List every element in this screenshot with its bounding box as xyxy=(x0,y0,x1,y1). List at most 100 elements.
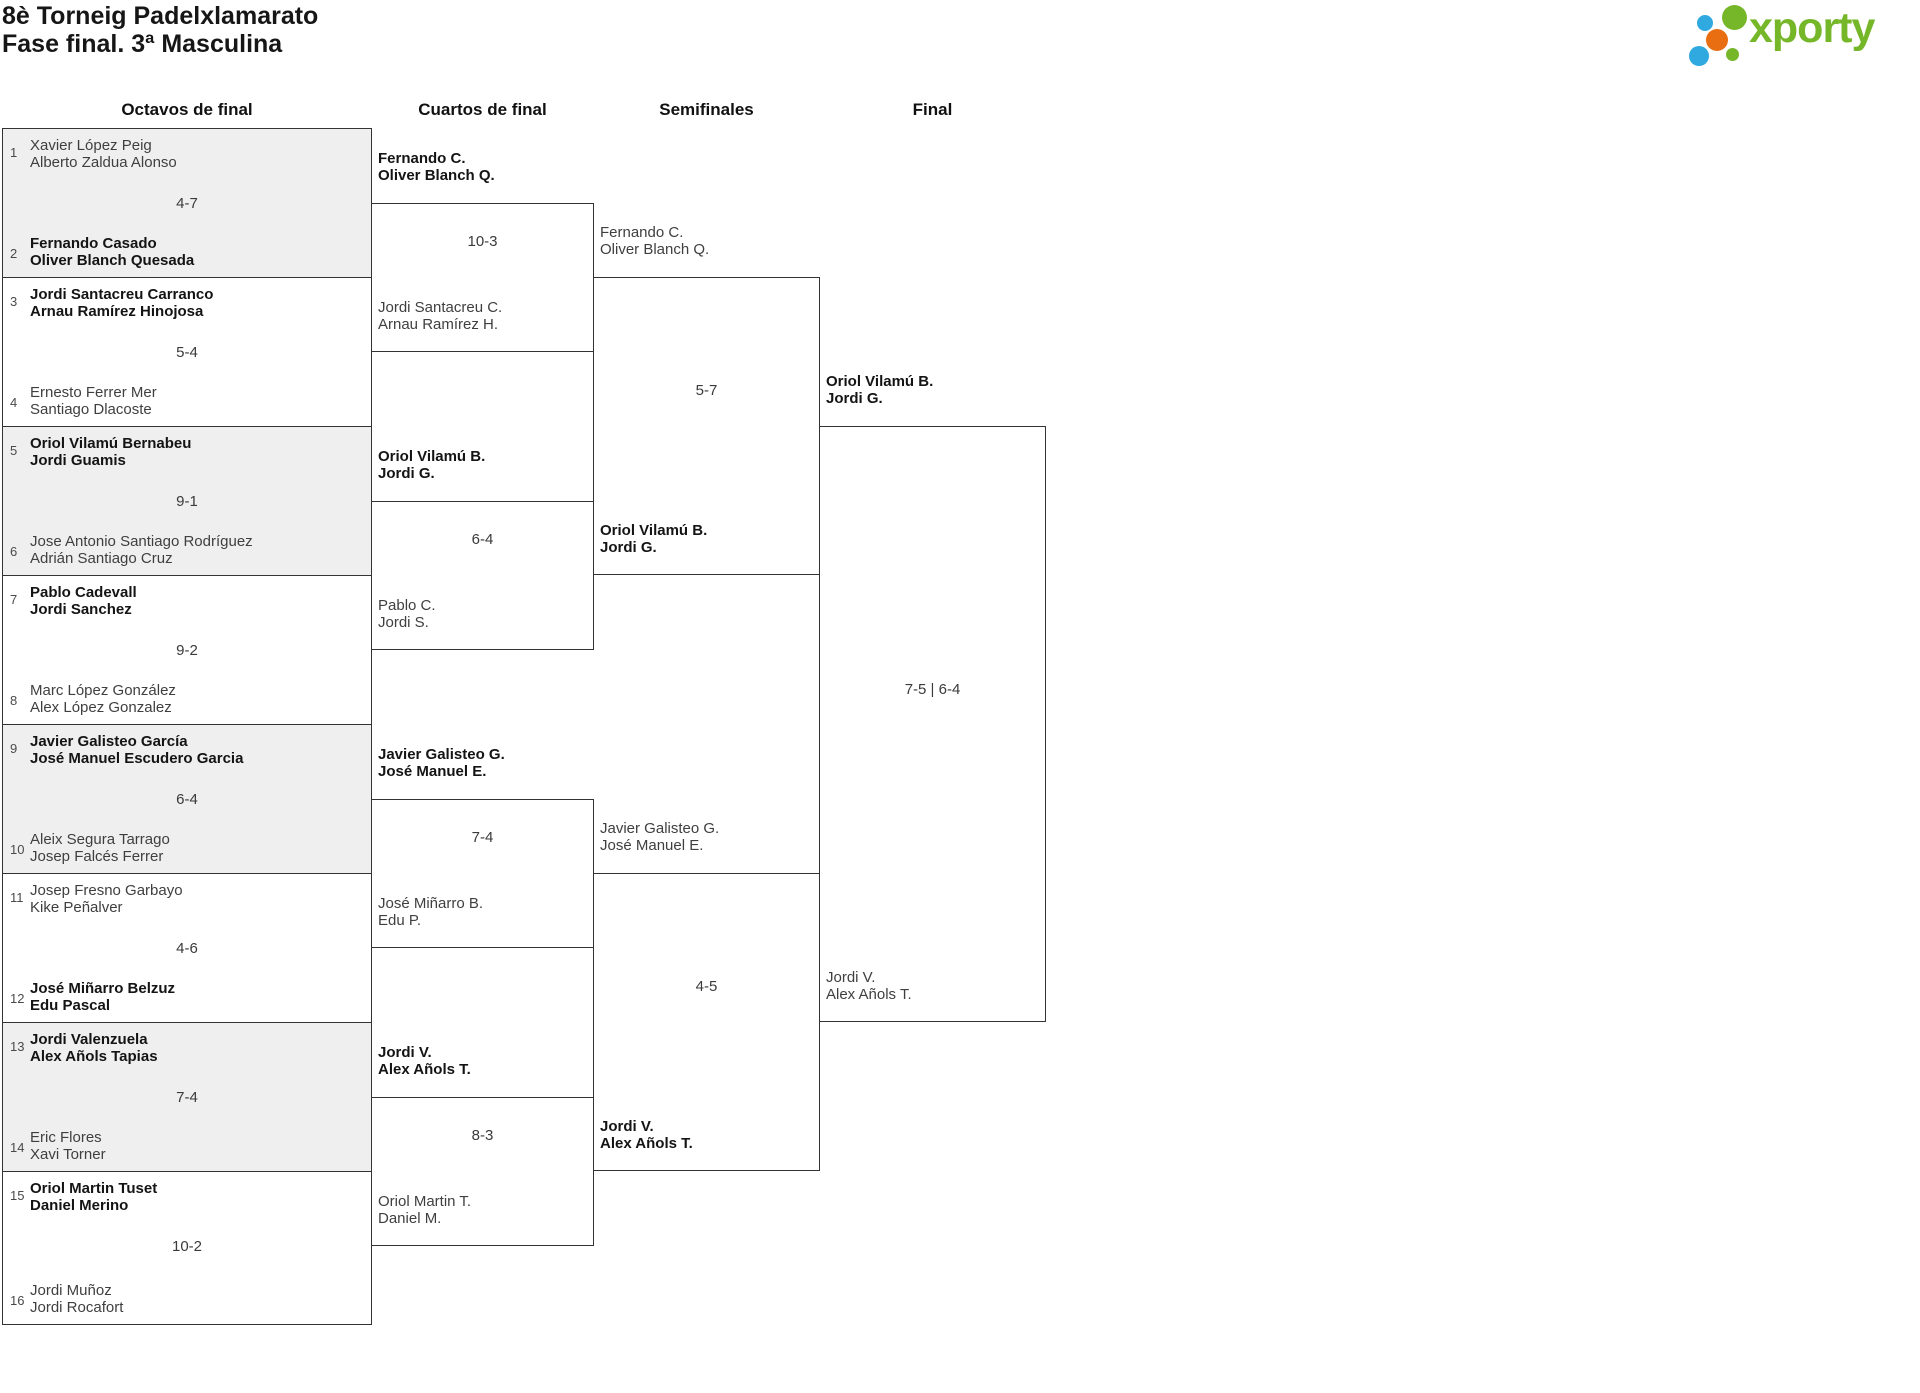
seed-number: 2 xyxy=(10,246,18,261)
semifinal-1-box: Fernando C. Oliver Blanch Q. 5-7 Oriol V… xyxy=(593,224,820,575)
player-line: Jordi S. xyxy=(378,614,429,631)
logo-dot-green-small-icon xyxy=(1726,48,1739,61)
column-header-octavos: Octavos de final xyxy=(121,100,253,119)
match-score: 9-2 xyxy=(176,642,198,659)
player-line: Xavier López Peig xyxy=(30,137,152,154)
octavos-match-4-box: 7 Pablo Cadevall Jordi Sanchez 9-2 8 Mar… xyxy=(2,575,372,725)
seed-number: 11 xyxy=(10,890,24,905)
team-pair: Oriol Vilamú B. Jordi G. xyxy=(378,448,485,482)
player-line: Jose Antonio Santiago Rodríguez xyxy=(30,533,253,550)
logo-dot-orange-icon xyxy=(1706,29,1728,51)
match-score: 4-6 xyxy=(176,940,198,957)
octavos-match-2-box: 3 Jordi Santacreu Carranco Arnau Ramírez… xyxy=(2,277,372,427)
seed-number: 14 xyxy=(10,1140,25,1155)
page-title: 8è Torneig Padelxlamarato Fase final. 3ª… xyxy=(2,2,318,58)
match-score: 4-5 xyxy=(695,978,718,995)
team-pair: Jordi V. Alex Añols T. xyxy=(826,969,912,1003)
player-line: Jordi Guamis xyxy=(30,452,126,469)
seed-number: 5 xyxy=(10,443,18,458)
octavos-match-7-box: 13 Jordi Valenzuela Alex Añols Tapias 7-… xyxy=(2,1022,372,1172)
player-line: Jordi V. xyxy=(826,969,876,986)
team-pair: Xavier López Peig Alberto Zaldua Alonso xyxy=(30,137,177,171)
team-pair: Jordi Santacreu Carranco Arnau Ramírez H… xyxy=(30,286,213,320)
player-line: Alberto Zaldua Alonso xyxy=(30,154,177,171)
player-line: Eric Flores xyxy=(30,1129,102,1146)
column-header-cuartos: Cuartos de final xyxy=(418,100,547,119)
cuartos-match-2-box: Oriol Vilamú B. Jordi G. 6-4 Pablo C. Jo… xyxy=(371,448,594,650)
player-line: Oriol Martin T. xyxy=(378,1193,472,1210)
semifinal-2-box: Javier Galisteo G. José Manuel E. 4-5 Jo… xyxy=(593,820,820,1171)
octavos-match-5-box: 9 Javier Galisteo García José Manuel Esc… xyxy=(2,724,372,874)
cuartos-match-4-box: Jordi V. Alex Añols T. 8-3 Oriol Martin … xyxy=(371,1044,594,1246)
player-line: Jordi G. xyxy=(826,390,883,407)
player-line: Alex Añols T. xyxy=(826,986,912,1003)
octavos-match-3-box: 5 Oriol Vilamú Bernabeu Jordi Guamis 9-1… xyxy=(2,426,372,576)
seed-number: 15 xyxy=(10,1188,25,1203)
match-score: 5-7 xyxy=(695,382,718,399)
player-line: Fernando Casado xyxy=(30,235,157,252)
column-header-final: Final xyxy=(912,100,953,119)
match-score: 7-4 xyxy=(176,1089,198,1106)
player-line: Jordi G. xyxy=(378,465,435,482)
player-line: Pablo Cadevall xyxy=(30,584,137,601)
team-pair: Javier Galisteo G. José Manuel E. xyxy=(378,746,505,780)
team-pair: Jordi V. Alex Añols T. xyxy=(378,1044,471,1078)
player-line: Edu Pascal xyxy=(30,997,111,1014)
logo-wordmark: xporty xyxy=(1749,4,1875,52)
player-line: Xavi Torner xyxy=(30,1146,106,1163)
octavos-match-8-box: 15 Oriol Martin Tuset Daniel Merino 10-2… xyxy=(2,1171,372,1325)
octavos-match-1-box: 1 Xavier López Peig Alberto Zaldua Alons… xyxy=(2,128,372,278)
player-line: Josep Fresno Garbayo xyxy=(30,882,183,899)
match-score: 6-4 xyxy=(471,531,494,548)
player-line: Oliver Blanch Quesada xyxy=(30,252,195,269)
match-score: 5-4 xyxy=(176,344,198,361)
team-pair: Jordi V. Alex Añols T. xyxy=(600,1118,693,1152)
player-line: Oriol Martin Tuset xyxy=(30,1180,158,1197)
team-pair: Aleix Segura Tarrago Josep Falcés Ferrer xyxy=(30,831,170,865)
player-line: Alex López Gonzalez xyxy=(30,699,172,716)
player-line: Kike Peñalver xyxy=(30,899,123,916)
player-line: José Manuel E. xyxy=(600,837,704,854)
seed-number: 13 xyxy=(10,1039,25,1054)
player-line: Oriol Vilamú B. xyxy=(826,373,934,390)
team-pair: Oriol Vilamú B. Jordi G. xyxy=(826,373,933,407)
match-score: 7-5 | 6-4 xyxy=(904,681,961,698)
match-score: 6-4 xyxy=(176,791,198,808)
seed-number: 6 xyxy=(10,544,18,559)
team-pair: José Miñarro Belzuz Edu Pascal xyxy=(30,980,175,1014)
seed-number: 1 xyxy=(10,145,18,160)
logo-dot-blue-bottom-icon xyxy=(1689,46,1709,66)
match-score: 10-2 xyxy=(171,1238,203,1255)
seed-number: 10 xyxy=(10,842,25,857)
team-pair: Fernando C. Oliver Blanch Q. xyxy=(600,224,709,258)
player-line: Marc López González xyxy=(30,682,176,699)
player-line: Jordi V. xyxy=(378,1044,432,1061)
match-score: 4-7 xyxy=(176,195,198,212)
player-line: José Manuel Escudero Garcia xyxy=(30,750,244,767)
player-line: José Miñarro Belzuz xyxy=(30,980,176,997)
seed-number: 12 xyxy=(10,991,25,1006)
team-pair: Pablo C. Jordi S. xyxy=(378,597,436,631)
player-line: Daniel Merino xyxy=(30,1197,129,1214)
final-box: Oriol Vilamú B. Jordi G. 7-5 | 6-4 Jordi… xyxy=(819,373,1046,1022)
player-line: Oliver Blanch Q. xyxy=(378,167,495,184)
team-pair: Jordi Valenzuela Alex Añols Tapias xyxy=(30,1031,158,1065)
seed-number: 4 xyxy=(10,395,18,410)
team-pair: Jordi Santacreu C. Arnau Ramírez H. xyxy=(378,299,502,333)
player-line: Jordi Rocafort xyxy=(30,1299,124,1316)
team-pair: Oriol Vilamú Bernabeu Jordi Guamis xyxy=(30,435,191,469)
team-pair: José Miñarro B. Edu P. xyxy=(378,895,483,929)
player-line: Jordi Santacreu C. xyxy=(378,299,503,316)
xporty-logo[interactable]: xporty xyxy=(1683,0,1920,72)
player-line: Pablo C. xyxy=(378,597,436,614)
player-line: Aleix Segura Tarrago xyxy=(30,831,170,848)
team-pair: Jose Antonio Santiago Rodríguez Adrián S… xyxy=(30,533,253,567)
cuartos-match-1-box: Fernando C. Oliver Blanch Q. 10-3 Jordi … xyxy=(371,150,594,352)
player-line: Alex Añols T. xyxy=(600,1135,693,1152)
player-line: Jordi Sanchez xyxy=(30,601,132,618)
team-pair: Javier Galisteo García José Manuel Escud… xyxy=(30,733,243,767)
player-line: Edu P. xyxy=(378,912,422,929)
match-score: 7-4 xyxy=(471,829,494,846)
team-pair: Oriol Vilamú B. Jordi G. xyxy=(600,522,707,556)
